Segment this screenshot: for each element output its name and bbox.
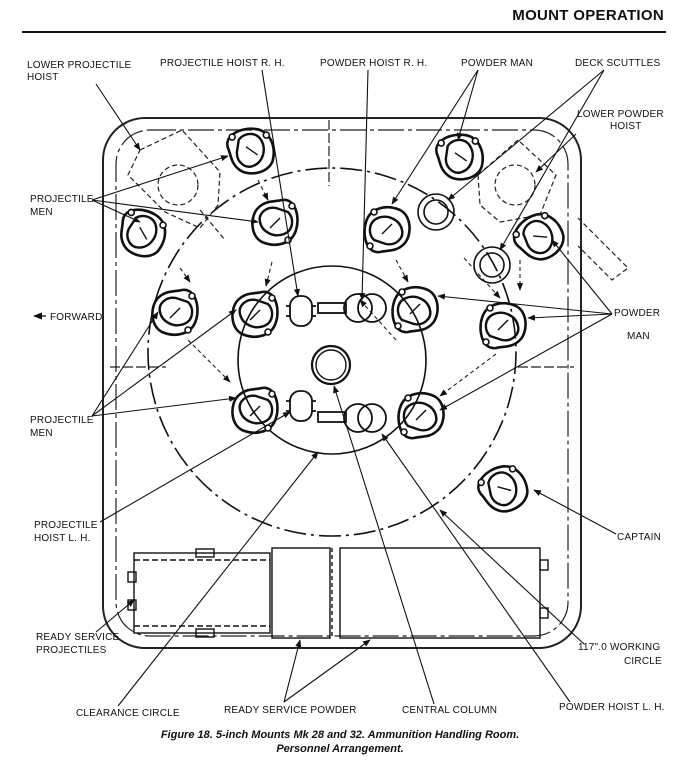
captain-figure [471, 457, 536, 522]
powder-man-2 [363, 206, 411, 254]
label-powder-man-top: POWDER MAN [461, 58, 533, 69]
powder-man-3 [506, 204, 573, 271]
label-projectile-men-lower: PROJECTILE [30, 415, 94, 426]
label-lower-projectile-hoist: LOWER PROJECTILE [27, 60, 131, 71]
label-working-circle: 117".0 WORKING [578, 642, 660, 653]
label-projectile-men-lower-2: MEN [30, 428, 53, 439]
leader-lines [91, 69, 617, 707]
header-rule [22, 31, 666, 33]
projectile-man-4 [151, 288, 199, 337]
central-column [310, 344, 352, 386]
working-circle [147, 167, 517, 537]
powder-man-5 [479, 301, 527, 350]
label-ready-service-projectiles-2: PROJECTILES [36, 645, 107, 656]
projectile-man-5 [231, 290, 279, 339]
label-projectile-hoist-rh: PROJECTILE HOIST R. H. [160, 58, 285, 69]
ready-service-projectiles-rack [127, 548, 271, 638]
label-powder-hoist-rh: POWDER HOIST R. H. [320, 58, 427, 69]
label-projectile-hoist-lh-2: HOIST L. H. [34, 533, 90, 544]
label-lower-powder-hoist: LOWER POWDER [577, 109, 664, 120]
label-deck-scuttles: DECK SCUTTLES [575, 58, 661, 69]
caption-line-1: Figure 18. 5-inch Mounts Mk 28 and 32. A… [160, 729, 520, 741]
projectile-hoist-lh [286, 390, 316, 422]
label-projectile-men-upper-2: MEN [30, 207, 53, 218]
ready-service-powder-racks [271, 547, 549, 639]
label-powder-man-right: POWDER [614, 308, 660, 319]
lower-projectile-hoist [127, 129, 226, 241]
powder-man-6 [397, 391, 445, 440]
deck-scuttles [417, 193, 511, 284]
label-forward: FORWARD [50, 312, 103, 323]
section-title: MOUNT OPERATION [512, 7, 664, 24]
projectile-man-6 [231, 386, 279, 435]
label-ready-service-powder: READY SERVICE POWDER [224, 705, 357, 716]
passing-paths [179, 179, 524, 397]
room-outline [102, 117, 582, 649]
clearance-circle [237, 265, 427, 455]
label-clearance-circle: CLEARANCE CIRCLE [76, 708, 180, 719]
label-central-column: CENTRAL COLUMN [402, 705, 497, 716]
projectile-hoist-rh [286, 295, 316, 327]
label-powder-man-right-2: MAN [627, 331, 650, 342]
label-captain: CAPTAIN [617, 532, 661, 543]
powder-hoist-lh [317, 403, 387, 433]
projectile-man-3 [251, 198, 299, 246]
powder-man-4 [391, 285, 439, 334]
projectile-man-1 [223, 123, 279, 179]
label-projectile-men-upper: PROJECTILE [30, 194, 94, 205]
label-powder-hoist-lh: POWDER HOIST L. H. [559, 702, 665, 713]
label-projectile-hoist-lh: PROJECTILE [34, 520, 98, 531]
label-ready-service-projectiles: READY SERVICE [36, 632, 120, 643]
label-working-circle-2: CIRCLE [624, 656, 662, 667]
label-lower-powder-hoist-2: HOIST [610, 121, 642, 132]
label-lower-projectile-hoist-2: HOIST [27, 72, 59, 83]
page-header: MOUNT OPERATION [0, 0, 680, 34]
caption-line-2: Personnel Arrangement. [276, 743, 404, 755]
lower-powder-hoist [477, 139, 629, 281]
figure-caption: Figure 18. 5-inch Mounts Mk 28 and 32. A… [0, 728, 680, 756]
powder-hoist-rh [317, 293, 387, 323]
